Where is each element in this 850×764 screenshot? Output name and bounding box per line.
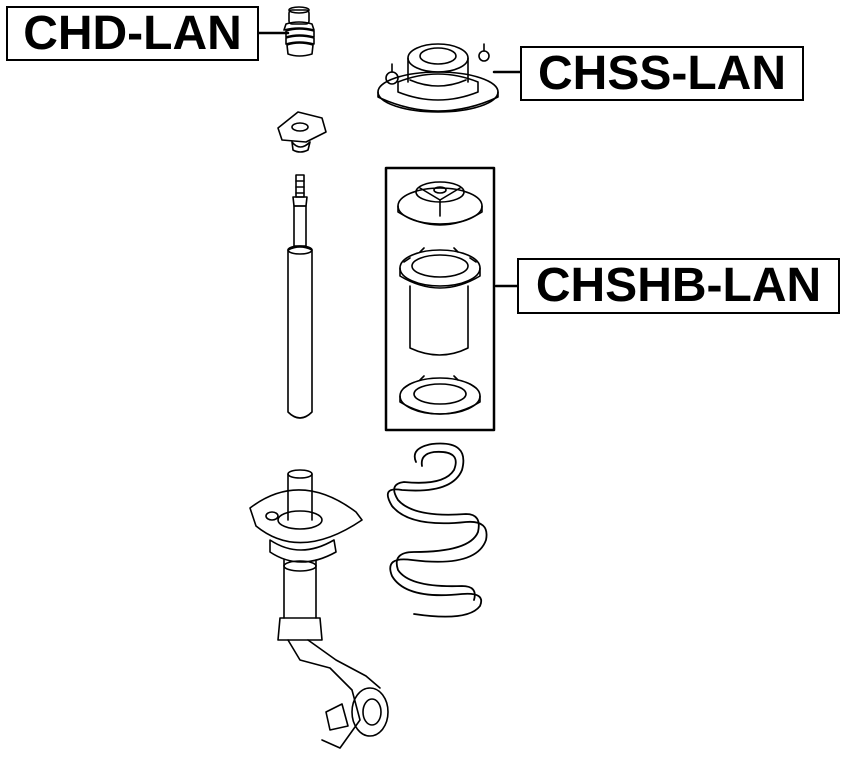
coil-spring-part xyxy=(386,442,488,618)
strut-mount-part xyxy=(377,43,499,113)
boot-kit-top-cap xyxy=(397,181,483,226)
boot-kit-sleeve xyxy=(399,247,481,356)
boot-kit-group-frame xyxy=(384,166,496,432)
bump-stop-part xyxy=(283,6,315,57)
part-number-label-chd-lan: CHD-LAN xyxy=(6,6,259,61)
shock-absorber-part xyxy=(287,174,313,419)
boot-kit-lower-ring xyxy=(399,375,481,415)
part-number-label-chss-lan: CHSS-LAN xyxy=(520,46,804,101)
leader-lines xyxy=(257,31,522,288)
strut-knuckle-part xyxy=(249,469,389,749)
part-number-label-chshb-lan: CHSHB-LAN xyxy=(517,258,840,314)
upper-washer-part xyxy=(277,111,327,153)
